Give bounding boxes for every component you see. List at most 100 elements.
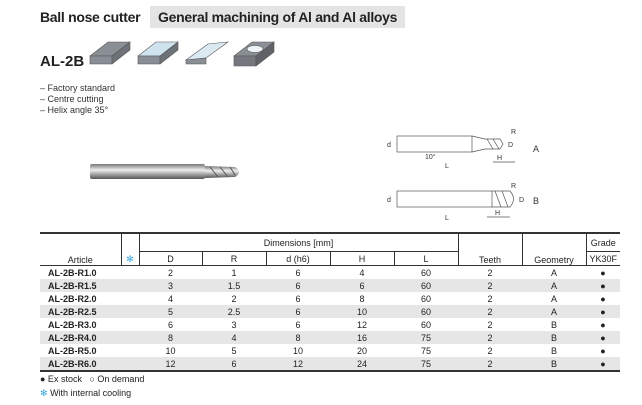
table-cell: A [550, 267, 557, 278]
table-cell: 3 [231, 319, 237, 330]
label-l: L [445, 163, 449, 170]
cooling-icon: ✻ [120, 233, 139, 266]
table-cell: 4 [231, 332, 237, 343]
table-cell: 2.5 [227, 306, 241, 317]
table-cell: 60 [420, 293, 431, 304]
table-cell: 6 [202, 357, 266, 372]
col-teeth: Teeth [457, 233, 522, 266]
table-cell: ● [600, 306, 606, 317]
table-cell: 2 [487, 280, 493, 291]
article-cell: AL-2B-R6.0 [40, 357, 121, 372]
col-shank: d (h6) [265, 251, 330, 266]
table-cell: 2 [487, 267, 493, 278]
label-angle: 10° [425, 153, 436, 161]
table-cell: 2 [487, 306, 493, 317]
table-cell: 60 [420, 306, 431, 317]
table-cell: A [550, 280, 557, 291]
label-h: H [495, 210, 500, 217]
table-cell: 4 [167, 293, 173, 304]
table-cell: 75 [394, 357, 458, 372]
table-cell: 6 [295, 306, 301, 317]
table-cell: 8 [167, 332, 173, 343]
table-cell: 24 [330, 357, 394, 372]
table-cell [121, 331, 139, 344]
table-cell [121, 279, 139, 292]
table-cell [121, 357, 139, 372]
table-cell: ● [600, 293, 606, 304]
table-cell [121, 305, 139, 318]
table-cell: 10 [356, 306, 367, 317]
model-name: AL-2B [40, 53, 85, 70]
table-cell [121, 292, 139, 305]
table-cell: 4 [359, 267, 365, 278]
table-cell: ● [600, 332, 606, 343]
label-r: R [511, 129, 516, 136]
feature-item: – Helix angle 35° [40, 105, 109, 115]
table-cell: B [522, 357, 586, 372]
article-cell: AL-2B-R4.0 [48, 332, 97, 343]
table-cell: B [550, 319, 557, 330]
table-cell: 6 [295, 267, 301, 278]
table-cell: 1.5 [227, 280, 241, 291]
label-l: L [445, 215, 449, 222]
table-cell: 6 [295, 293, 301, 304]
table-cell [121, 266, 139, 280]
table-cell: 2 [487, 332, 493, 343]
table-cell: 60 [420, 319, 431, 330]
cutter-image [90, 164, 239, 179]
geometry-drawing: d R D 10° H L A d R D H L B [387, 129, 539, 222]
page-subtitle: General machining of Al and Al alloys [150, 6, 406, 28]
legend-ex-stock: ● Ex stock [40, 374, 82, 384]
table-cell: 2 [458, 357, 522, 372]
grade-header: Grade [585, 233, 620, 252]
table-cell: 8 [295, 332, 301, 343]
table-cell: 10 [292, 345, 303, 356]
table-cell: ● [600, 280, 606, 291]
table-cell: 6 [295, 280, 301, 291]
table-cell: 60 [420, 267, 431, 278]
table-cell: 5 [167, 306, 173, 317]
legend-stock: ● Ex stock ○ On demand [40, 374, 144, 384]
article-cell: AL-2B-R2.0 [48, 293, 97, 304]
table-cell: 12 [356, 319, 367, 330]
table-cell: 12 [139, 357, 202, 372]
legend-on-demand: ○ On demand [89, 374, 145, 384]
table-cell: 20 [356, 345, 367, 356]
table-cell: 5 [231, 345, 237, 356]
label-h: H [497, 155, 502, 162]
product-table: Article ✻ Dimensions [mm] Teeth Geometry… [40, 232, 620, 372]
article-cell: AL-2B-R2.5 [48, 306, 97, 317]
table-cell: ● [600, 345, 606, 356]
table-cell: 60 [420, 280, 431, 291]
table-cell: 3 [167, 280, 173, 291]
table-cell: 12 [266, 357, 330, 372]
table-cell: A [550, 293, 557, 304]
col-h: H [329, 251, 394, 266]
page-title: Ball nose cutter [40, 9, 141, 25]
col-grade-yk30f: YK30F [585, 251, 620, 266]
table-cell: ● [600, 319, 606, 330]
table-cell: 6 [295, 319, 301, 330]
article-cell: AL-2B-R1.0 [48, 267, 97, 278]
table-cell: B [550, 332, 557, 343]
col-geometry: Geometry [521, 233, 586, 266]
table-cell: 2 [487, 345, 493, 356]
table-cell: ● [586, 357, 620, 372]
table-cell: 10 [165, 345, 176, 356]
cooling-icon: ✻ [40, 388, 48, 398]
col-r: R [201, 251, 266, 266]
col-l: L [393, 251, 458, 266]
table-cell: 16 [356, 332, 367, 343]
table-cell [121, 318, 139, 331]
legend-cooling: ✻ With internal cooling [40, 388, 131, 399]
label-geometry-b: B [533, 196, 539, 206]
label-d: d [387, 197, 391, 204]
label-r: R [511, 183, 516, 190]
col-article: Article [67, 255, 93, 265]
feature-item: – Factory standard [40, 83, 116, 93]
